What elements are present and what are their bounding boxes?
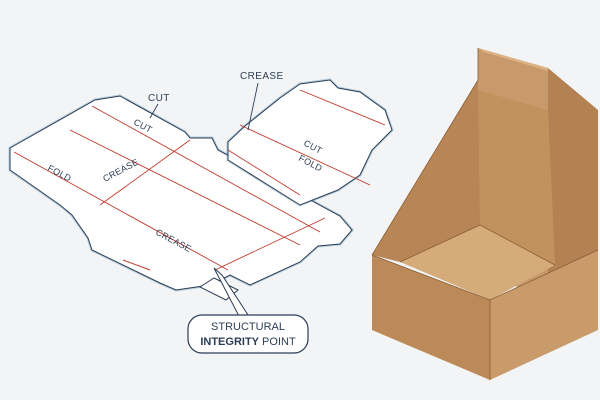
callout-cut-leader [149, 103, 159, 119]
integrity-callout-box [187, 314, 309, 354]
dieline-left-piece [9, 95, 353, 291]
slot-line [122, 259, 151, 271]
integrity-callout-line2: INTEGRITY POINT [200, 336, 296, 348]
callout-crease: CREASE [240, 71, 284, 82]
flat-dieline: CUT FOLD CREASE CREASE CUT FOLD CUT CREA… [8, 71, 394, 354]
box-back-edge [478, 48, 552, 72]
integrity-callout-bold: INTEGRITY [200, 336, 259, 348]
box-inner-floor [400, 225, 555, 300]
callout-crease-leader [247, 82, 259, 131]
box-front-lip [372, 255, 490, 380]
integrity-callout-line1: STRUCTURAL [211, 321, 285, 333]
box-front-right [490, 250, 598, 380]
box-inner-wall [478, 90, 555, 265]
integrity-callout-rest: POINT [259, 336, 296, 348]
assembled-display-box [371, 48, 599, 380]
box-edges [371, 48, 599, 380]
crease-lines [13, 89, 386, 271]
callout-cut: CUT [148, 93, 170, 104]
box-left-side [372, 80, 480, 262]
